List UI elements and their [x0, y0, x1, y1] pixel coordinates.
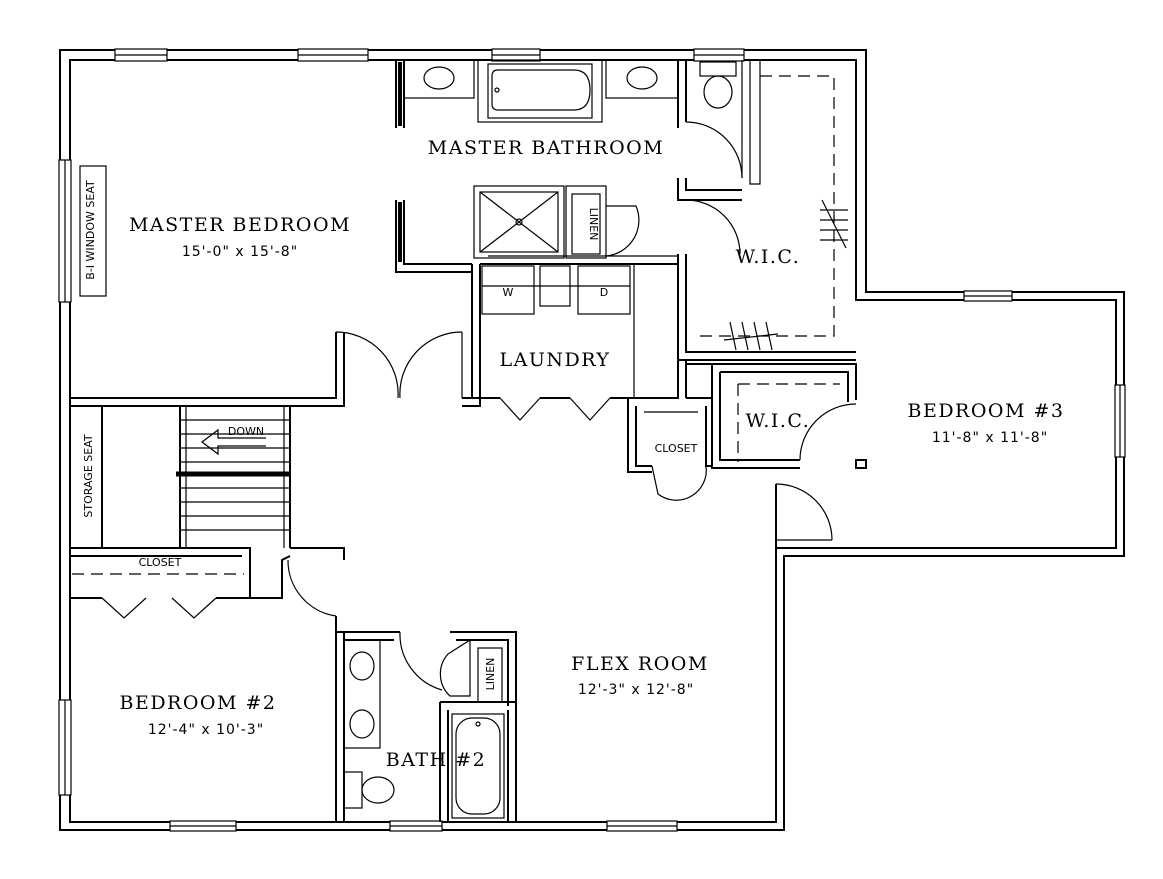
bedroom-3-label: BEDROOM #3: [907, 400, 1064, 422]
bedroom-3-closets: [627, 363, 867, 548]
closet-bedroom-2-label: CLOSET: [139, 556, 182, 569]
flex-room-dims: 12'-3" x 12'-8": [578, 682, 694, 698]
windows: [58, 48, 1126, 832]
master-wic-shelving: [696, 75, 848, 351]
fixture-labels: B-I WINDOW SEAT STORAGE SEAT DOWN CLOSET…: [79, 165, 698, 691]
stair-area: [69, 398, 345, 560]
laundry-label: LAUNDRY: [500, 349, 611, 371]
storage-seat-label: STORAGE SEAT: [82, 434, 95, 517]
master-bedroom-dims: 15'-0" x 15'-8": [182, 244, 298, 260]
dryer-label: D: [600, 286, 608, 299]
bath-2: [336, 631, 517, 822]
washer-label: W: [503, 286, 514, 299]
bedroom-2-label: BEDROOM #2: [119, 692, 276, 714]
master-bathroom-label: MASTER BATHROOM: [428, 137, 664, 159]
bedroom-2-dims: 12'-4" x 10'-3": [148, 722, 264, 738]
wic-master-label: W.I.C.: [736, 246, 801, 268]
bedroom-3-dims: 11'-8" x 11'-8": [932, 430, 1048, 446]
bedroom-2-walls: [70, 547, 345, 822]
closet-hall-label: CLOSET: [655, 442, 698, 455]
wic-bedroom-3-label: W.I.C.: [746, 410, 811, 432]
window-seat-label: B-I WINDOW SEAT: [84, 180, 97, 280]
room-labels: MASTER BEDROOM 15'-0" x 15'-8" MASTER BA…: [119, 137, 1064, 771]
linen-master-label: LINEN: [587, 208, 600, 241]
flex-room-label: FLEX ROOM: [571, 653, 709, 675]
master-bedroom-label: MASTER BEDROOM: [129, 214, 351, 236]
master-suite-walls: [70, 59, 856, 421]
exterior-walls: [59, 49, 1125, 831]
linen-bath-2-label: LINEN: [484, 658, 497, 691]
bath-2-label: BATH #2: [386, 749, 486, 771]
stair-down-label: DOWN: [228, 425, 264, 438]
